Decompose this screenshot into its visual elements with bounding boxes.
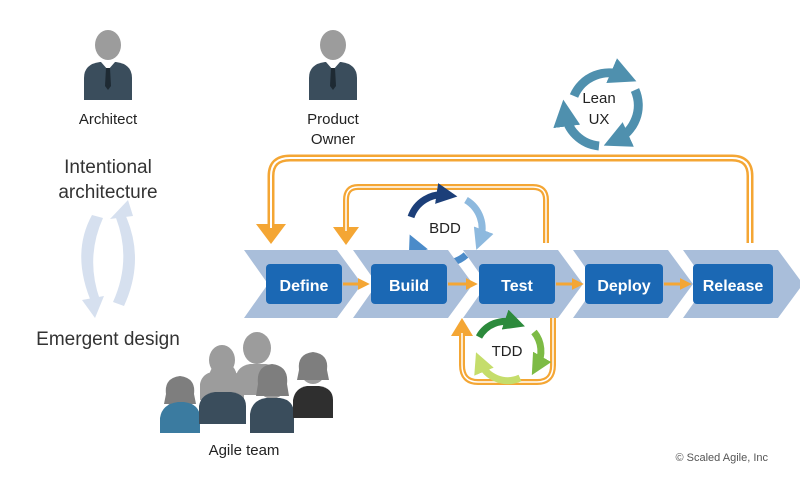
stage-deploy: Deploy	[585, 264, 663, 304]
agile-team-group-icon	[160, 332, 333, 433]
tdd-cycle-icon	[474, 309, 552, 385]
product-owner-label-line1: Product	[307, 111, 360, 128]
lean-ux-label-line2: UX	[589, 111, 610, 128]
stage-build: Build	[371, 264, 447, 304]
bdd-label: BDD	[429, 220, 461, 237]
stage-release-label: Release	[703, 278, 764, 295]
lean-ux-cycle-icon	[553, 58, 643, 151]
stage-build-label: Build	[389, 278, 429, 295]
product-owner-label-line2: Owner	[311, 131, 355, 148]
copyright-text: © Scaled Agile, Inc	[676, 452, 769, 464]
stage-deploy-label: Deploy	[597, 278, 650, 295]
product-owner-person-icon	[309, 30, 357, 100]
release-to-define-feedback-arrow	[256, 154, 754, 244]
lean-ux-label-line1: Lean	[582, 90, 615, 107]
emergent-design-label: Emergent design	[36, 329, 180, 350]
stage-test: Test	[479, 264, 555, 304]
intentional-architecture-line2: architecture	[58, 182, 157, 203]
agile-team-label: Agile team	[209, 442, 280, 459]
stage-release: Release	[693, 264, 773, 304]
stage-test-label: Test	[501, 278, 533, 295]
architecture-cycle-arrows-icon	[81, 200, 135, 318]
architect-person-icon	[84, 30, 132, 100]
intentional-architecture-line1: Intentional	[64, 157, 152, 178]
architect-label: Architect	[79, 111, 138, 128]
stage-define-label: Define	[280, 278, 329, 295]
stage-define: Define	[266, 264, 342, 304]
tdd-label: TDD	[492, 343, 523, 360]
